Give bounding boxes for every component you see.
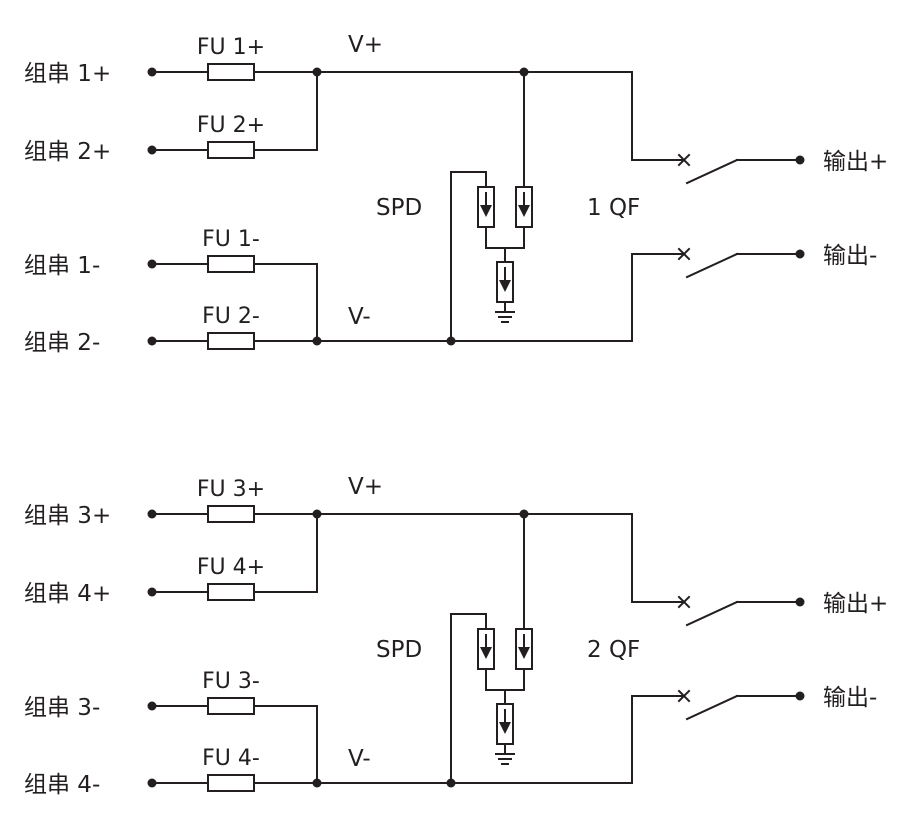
fuse-symbol <box>207 63 255 81</box>
spd-label: SPD <box>376 195 422 221</box>
fuse-label-b-pos: FU 4+ <box>197 555 265 580</box>
breaker-blade <box>685 600 739 627</box>
breaker-lead <box>631 513 685 603</box>
fuse-label-a-neg: FU 1- <box>202 227 260 252</box>
breaker-lead <box>631 695 685 784</box>
breaker-blade <box>685 694 739 721</box>
fuse-label-a-pos: FU 1+ <box>197 35 265 60</box>
input-string-a-neg: 组串 1- <box>24 253 100 279</box>
input-string-a-neg: 组串 3- <box>24 695 100 721</box>
breaker-lead <box>631 253 685 342</box>
spd-join <box>485 668 525 691</box>
fuse-symbol <box>207 255 255 273</box>
bus-positive-label: V+ <box>348 474 383 500</box>
circuit-1: 组串 1+ FU 1+ 组串 2+ FU 2+ 组串 1- FU 1- 组串 2- FU 2-… <box>24 32 888 356</box>
fuse-symbol <box>207 697 255 715</box>
fuse-symbol <box>207 141 255 159</box>
output-positive-label: 输出+ <box>823 591 888 617</box>
bus-negative-label: V- <box>348 304 371 330</box>
spd-label: SPD <box>376 637 422 663</box>
fuse-label-a-neg: FU 3- <box>202 669 260 694</box>
spd-join <box>485 226 525 249</box>
breaker-cross <box>677 689 691 703</box>
breaker-cross <box>677 153 691 167</box>
input-string-b-pos: 组串 2+ <box>24 139 111 165</box>
breaker-cross <box>677 247 691 261</box>
breaker-blade <box>685 158 739 185</box>
input-string-a-pos: 组串 1+ <box>24 61 111 87</box>
spd-arrow-head <box>480 647 492 659</box>
breaker-cross <box>677 595 691 609</box>
breaker-lead <box>631 71 685 161</box>
spd-arrow-head <box>518 205 530 217</box>
fuse-label-b-pos: FU 2+ <box>197 113 265 138</box>
input-string-a-pos: 组串 3+ <box>24 503 111 529</box>
fuse-symbol <box>207 332 255 350</box>
output-terminal <box>795 249 805 259</box>
fuse-symbol <box>207 774 255 792</box>
bus-negative-label: V- <box>348 746 371 772</box>
input-string-b-neg: 组串 4- <box>24 772 100 798</box>
fuse-symbol <box>207 583 255 601</box>
output-terminal <box>795 155 805 165</box>
output-terminal <box>795 597 805 607</box>
breaker-label: 2 QF <box>587 637 640 663</box>
output-positive-label: 输出+ <box>823 149 888 175</box>
breaker-blade <box>685 252 739 279</box>
output-negative-label: 输出- <box>823 243 877 269</box>
input-string-b-pos: 组串 4+ <box>24 581 111 607</box>
fuse-symbol <box>207 505 255 523</box>
breaker-label: 1 QF <box>587 195 640 221</box>
spd-negative-lead <box>450 171 487 342</box>
spd-negative-lead <box>450 613 487 784</box>
spd-arrow-head <box>499 722 511 734</box>
input-string-b-neg: 组串 2- <box>24 330 100 356</box>
spd-arrow-head <box>480 205 492 217</box>
output-negative-label: 输出- <box>823 685 877 711</box>
fuse-label-a-pos: FU 3+ <box>197 477 265 502</box>
fuse-label-b-neg: FU 4- <box>202 746 260 771</box>
fuse-label-b-neg: FU 2- <box>202 304 260 329</box>
output-terminal <box>795 691 805 701</box>
circuit-2: 组串 3+ FU 3+ 组串 4+ FU 4+ 组串 3- FU 3- 组串 4- FU 4-… <box>24 474 888 798</box>
spd-arrow-head <box>518 647 530 659</box>
bus-positive-label: V+ <box>348 32 383 58</box>
spd-arrow-head <box>499 280 511 292</box>
